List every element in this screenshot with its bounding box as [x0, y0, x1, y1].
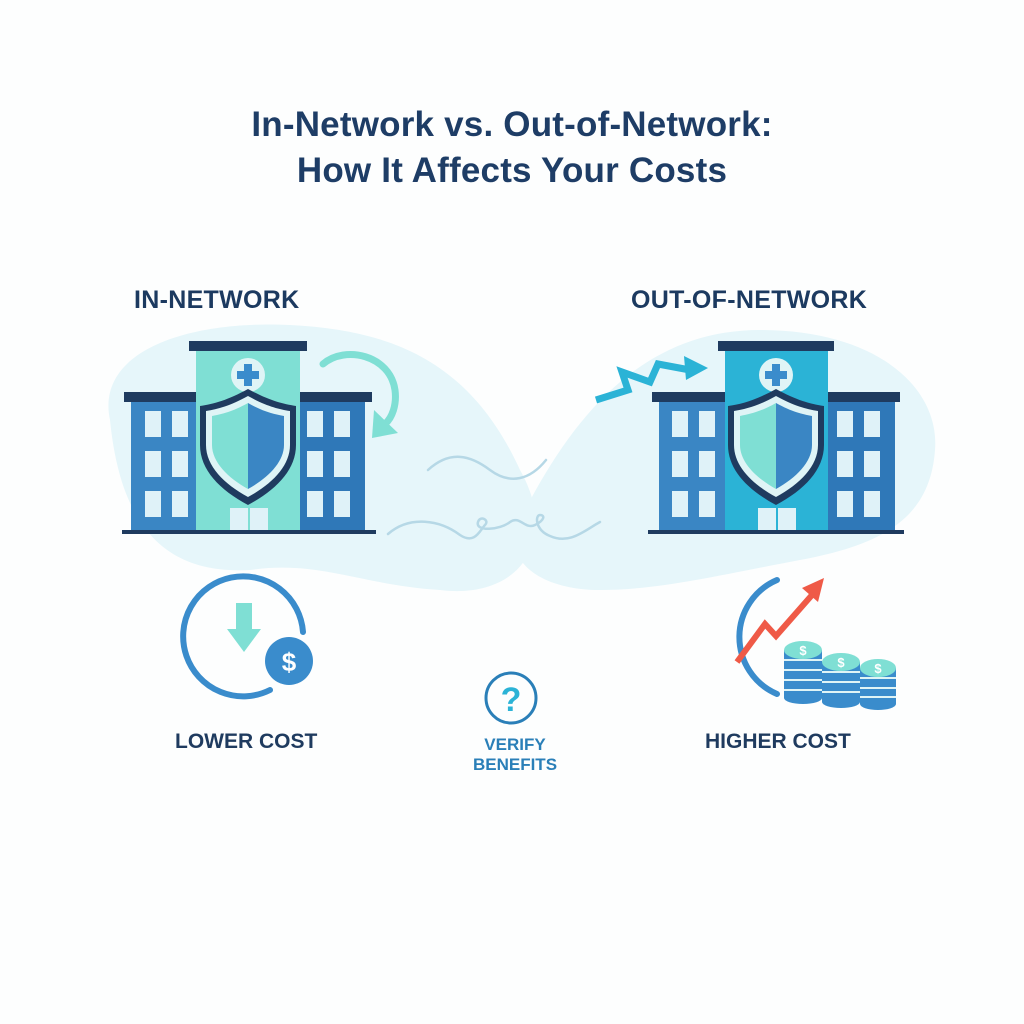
coin-stack-2: $ — [822, 653, 860, 708]
verify-label-line-2: BENEFITS — [472, 755, 558, 774]
out-of-network-label: OUT-OF-NETWORK — [631, 286, 868, 314]
zigzag-arrow-icon — [594, 356, 708, 404]
cost-up-coins-icon: $ $ $ — [734, 577, 896, 710]
verify-label-line-1: VERIFY — [484, 735, 546, 754]
coin-stack-3: $ — [860, 659, 896, 710]
in-network-label: IN-NETWORK — [134, 286, 300, 314]
cost-down-dollar-icon: $ — [180, 573, 313, 700]
verify-benefits-label: VERIFY BENEFITS — [460, 735, 570, 775]
page-title-line-1: In-Network vs. Out-of-Network: — [251, 105, 773, 144]
svg-text:?: ? — [501, 681, 522, 719]
higher-cost-label: HIGHER COST — [705, 730, 851, 753]
curved-arrow-icon — [319, 351, 399, 438]
out-of-network-hospital-icon — [648, 341, 904, 534]
squiggle-line-top — [426, 455, 548, 480]
svg-text:$: $ — [799, 643, 807, 658]
coin-stack-1: $ — [784, 641, 822, 704]
in-network-hospital-icon — [122, 341, 376, 534]
svg-text:$: $ — [837, 655, 845, 670]
squiggle-line-bottom — [386, 513, 602, 540]
page-title-line-2: How It Affects Your Costs — [296, 151, 728, 190]
svg-text:$: $ — [874, 661, 882, 676]
svg-text:$: $ — [282, 647, 297, 677]
question-circle-icon: ? — [484, 671, 538, 725]
lower-cost-label: LOWER COST — [175, 730, 318, 753]
